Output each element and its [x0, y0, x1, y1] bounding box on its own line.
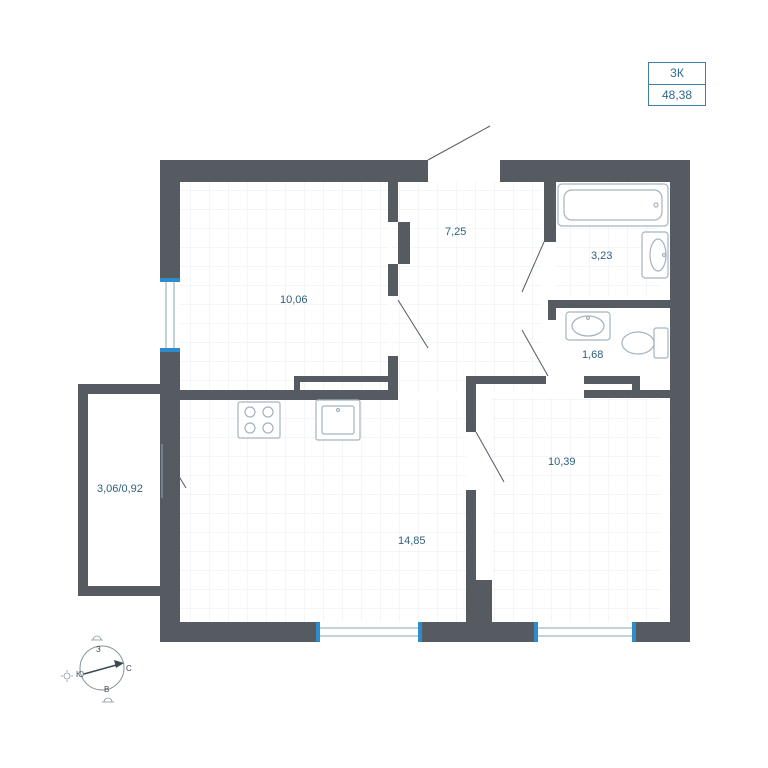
wall-kitchen-counter-outline-left — [294, 376, 300, 394]
room-toilet-area: 1,68 — [582, 349, 603, 361]
floor-tiling — [180, 182, 660, 622]
wall-bedroom-top-left — [466, 376, 546, 384]
sunset-icon — [102, 697, 114, 703]
door-balcony — [161, 447, 187, 489]
wall-balcony-outline-left — [78, 384, 88, 596]
wall-bedroom-pillar — [476, 580, 492, 622]
wall-balcony-outline-top — [78, 384, 160, 394]
apartment-type: 3К — [670, 66, 684, 80]
sunrise-icon — [91, 635, 103, 641]
wall-outer-top-right — [500, 160, 690, 182]
stove — [237, 401, 281, 439]
compass-needle-icon — [83, 663, 121, 675]
wall-bedroom-left-upper — [466, 376, 476, 432]
wall-living-right-upper — [388, 182, 398, 222]
wall-outer-top-left — [160, 160, 428, 182]
room-labels: 10,06 7,25 3,23 1,68 14,85 10,39 3,06/0,… — [97, 226, 612, 547]
floor-living — [180, 182, 388, 390]
wall-balcony-outline-bottom — [78, 586, 160, 596]
windows — [160, 278, 636, 642]
room-bathroom-area: 3,23 — [591, 250, 612, 262]
wall-living-bottom — [180, 390, 396, 400]
window-living — [160, 278, 180, 352]
wall-living-right-lower — [388, 264, 398, 296]
wall-living-right-niche — [398, 222, 410, 264]
bathroom-sink — [641, 231, 669, 279]
toilet-bowl — [621, 327, 669, 359]
wall-bedroom-ledge — [584, 390, 670, 398]
door-bathroom — [521, 241, 545, 293]
compass-east: С — [126, 664, 132, 673]
room-bedroom-area: 10,39 — [548, 456, 576, 468]
compass: З С В Ю — [61, 635, 132, 703]
door-living — [397, 299, 429, 349]
compass-south: В — [104, 685, 109, 694]
wall-bath-left-upper — [544, 182, 556, 242]
doors — [161, 125, 549, 498]
wall-bedroom-left-lower — [466, 490, 476, 622]
bathtub — [557, 183, 669, 227]
kitchen-sink — [315, 399, 361, 441]
compass-north: З — [96, 645, 101, 654]
wall-bedroom-top-right — [584, 376, 640, 384]
door-bedroom — [475, 431, 505, 483]
room-balcony-area: 3,06/0,92 — [97, 483, 143, 495]
toilet-sink — [565, 311, 611, 341]
room-living-area: 10,06 — [280, 294, 308, 306]
fixtures — [237, 183, 669, 441]
compass-ring — [79, 645, 125, 691]
wall-bath-toilet-divider — [548, 300, 670, 308]
room-hall-area: 7,25 — [445, 226, 466, 238]
floor-bedroom — [492, 398, 660, 622]
door-entrance — [427, 125, 491, 161]
sun-icon — [61, 670, 73, 682]
apartment-badge: 3К 48,38 — [648, 62, 706, 106]
compass-west: Ю — [76, 670, 84, 679]
room-kitchen-area: 14,85 — [398, 535, 426, 547]
wall-outer-right — [670, 160, 690, 642]
wall-bath-toilet-stub — [548, 300, 556, 320]
compass-arrow-icon — [114, 660, 124, 668]
walls — [78, 160, 690, 642]
window-kitchen — [316, 622, 422, 642]
wall-kitchen-left-door-jamb — [160, 400, 180, 444]
floor-hall — [392, 182, 542, 392]
wall-kitchen-counter-outline-top — [294, 376, 396, 382]
window-bedroom — [534, 622, 636, 642]
door-toilet — [521, 329, 549, 377]
wall-bedroom-top-stub — [632, 376, 640, 398]
apartment-area: 48,38 — [649, 84, 705, 106]
